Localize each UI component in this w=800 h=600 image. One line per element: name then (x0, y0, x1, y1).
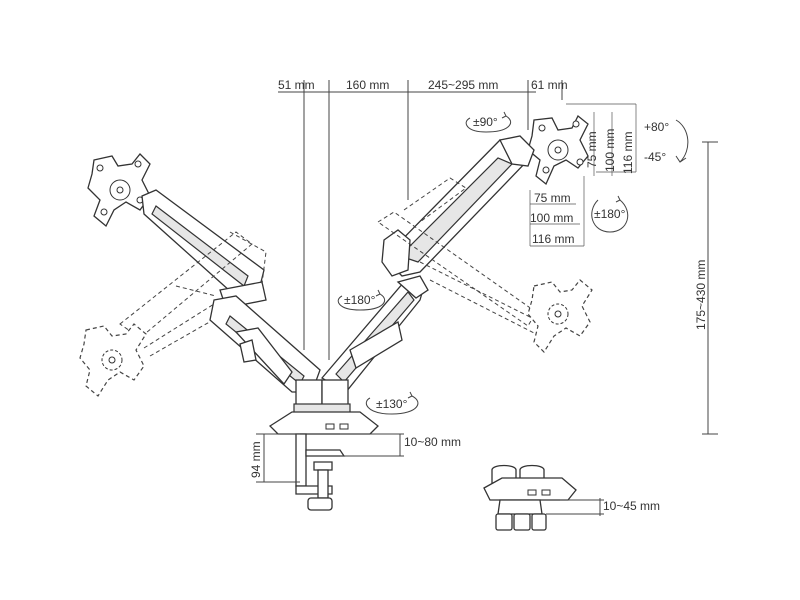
dim-vesa-75-width: 75 mm (534, 191, 571, 205)
dim-51mm: 51 mm (278, 78, 315, 92)
rot-swivel-90: ±90° (473, 115, 498, 129)
top-dimension-lines (278, 80, 563, 360)
left-arm-lower (209, 295, 321, 393)
dim-vesa-100-width: 100 mm (530, 211, 573, 225)
rotation-arrow-icon (337, 289, 385, 311)
dim-245-295mm: 245~295 mm (428, 78, 498, 92)
left-vesa-plate-dashed (79, 323, 147, 397)
vesa-dimension-frame (529, 103, 637, 247)
dim-vesa-75-height: 75 mm (585, 131, 599, 168)
dim-clamp-range: 10~80 mm (404, 435, 461, 449)
left-vesa-plate (87, 153, 151, 228)
dim-grommet-range: 10~45 mm (603, 499, 660, 513)
vesa-plate-right-dashed (527, 279, 593, 353)
dim-vesa-116-height: 116 mm (621, 132, 635, 174)
right-arm-lower (321, 275, 429, 393)
rotate-plate-arrow-icon (591, 195, 629, 233)
rotation-arrow-icon (365, 391, 419, 415)
rot-plate-180: ±180° (594, 207, 626, 221)
clamp-dimension-lines (256, 433, 404, 483)
height-range-line (702, 141, 718, 435)
grommet-mount (483, 464, 577, 531)
rotation-arrow-icon (465, 111, 511, 133)
grommet-dimension-lines (546, 498, 604, 516)
dim-vesa-116-width: 116 mm (532, 232, 574, 246)
dim-clamp-height: 94 mm (249, 441, 263, 478)
dim-height-range: 175~430 mm (694, 260, 708, 330)
dim-vesa-100-height: 100 mm (603, 129, 617, 172)
rot-elbow-180: ±180° (344, 293, 376, 307)
center-pole (293, 379, 351, 415)
dim-160mm: 160 mm (346, 78, 389, 92)
left-arm-upper (141, 189, 267, 309)
right-arm-upper (381, 135, 535, 277)
rot-base-130: ±130° (376, 397, 408, 411)
tilt-arrow-icon (675, 119, 689, 163)
rot-tilt-up: +80° (644, 120, 669, 134)
rot-tilt-down: -45° (644, 150, 666, 164)
desk-clamp (268, 411, 379, 511)
dim-61mm: 61 mm (531, 78, 568, 92)
vesa-plate-right (527, 114, 589, 186)
